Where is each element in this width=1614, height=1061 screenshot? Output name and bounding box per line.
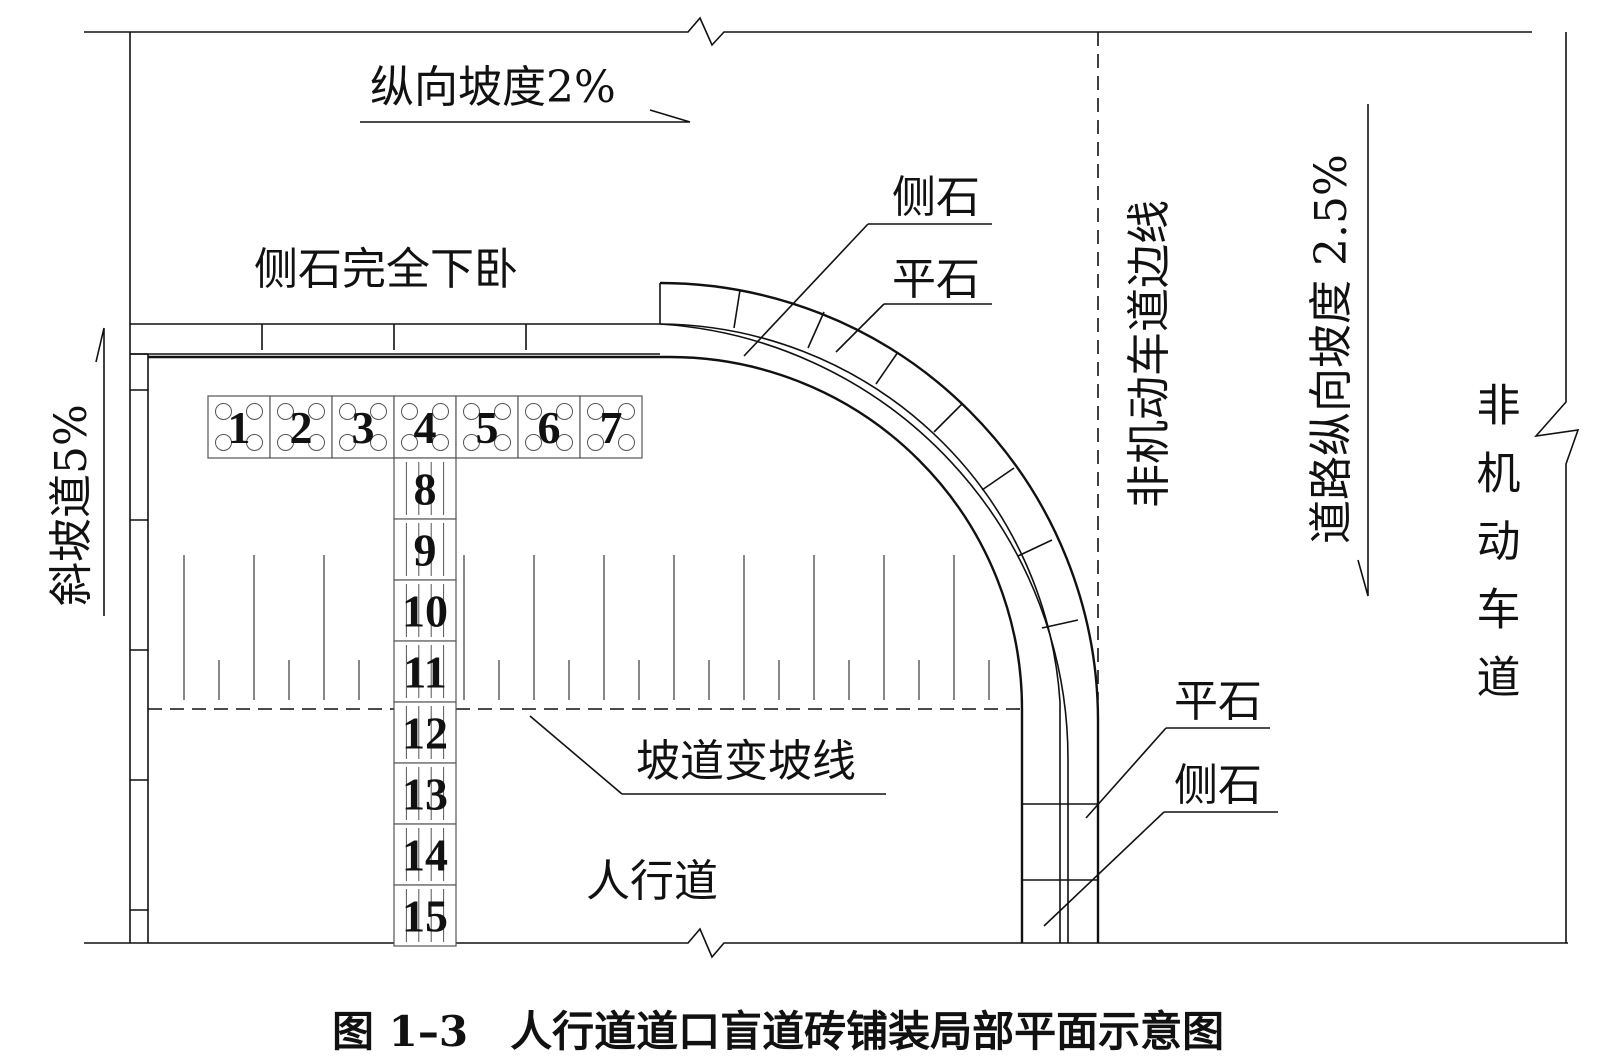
column-tile: 15 xyxy=(393,884,457,947)
row-tile: 3 xyxy=(331,395,395,459)
slope-arrow-right xyxy=(1357,104,1369,597)
frame-right-line xyxy=(1533,32,1580,943)
column-tile: 11 xyxy=(393,640,457,703)
frame-top-line xyxy=(84,16,1532,47)
row-tile-number: 5 xyxy=(476,402,499,453)
column-tile-number: 15 xyxy=(402,891,448,942)
slope-arrow-left xyxy=(95,327,105,616)
column-tile: 9 xyxy=(393,518,457,581)
column-tile-number: 8 xyxy=(414,464,437,515)
row-tile: 5 xyxy=(455,395,519,459)
column-tile: 12 xyxy=(393,701,457,764)
column-tile-number: 13 xyxy=(402,769,448,820)
row-tile: 7 xyxy=(579,395,643,459)
row-tile-number: 6 xyxy=(538,402,561,453)
sidewalk-label: 人行道 xyxy=(586,856,718,907)
flat-stone-label-top: 平石 xyxy=(892,254,980,305)
curb-label-top: 侧石 xyxy=(892,172,980,223)
flat-stone-label-bottom: 平石 xyxy=(1174,676,1262,727)
ramp-slope-label: 斜坡道5% xyxy=(46,404,97,606)
column-tile: 10 xyxy=(393,579,457,642)
row-tile-number: 7 xyxy=(600,402,623,453)
row-tile: 1 xyxy=(207,395,271,459)
column-tile-number: 10 xyxy=(402,586,448,637)
row-tile-number: 1 xyxy=(228,402,251,453)
figure-caption: 图 1–3 人行道道口盲道砖铺装局部平面示意图 xyxy=(332,1007,1224,1056)
ramp-change-line-label: 坡道变坡线 xyxy=(636,736,856,787)
row-tile-number: 2 xyxy=(290,402,313,453)
curb-label-bottom: 侧石 xyxy=(1174,760,1262,811)
frame-bottom-line xyxy=(84,927,1568,959)
road-longitudinal-slope-label: 道路纵向坡度 2.5% xyxy=(1306,154,1357,544)
column-tile: 8 xyxy=(393,457,457,520)
column-tile-number: 14 xyxy=(402,830,448,881)
column-tile: 14 xyxy=(393,823,457,886)
non-motor-edge-line-label: 非机动车道边线 xyxy=(1124,200,1175,508)
non-motor-lane-label: 非机动车道 xyxy=(1469,382,1520,722)
column-tile-number: 9 xyxy=(414,525,437,576)
slope-arrow-top xyxy=(360,109,691,123)
row-tile-number: 3 xyxy=(352,402,375,453)
row-tile: 2 xyxy=(269,395,333,459)
curb-fully-lowered-label: 侧石完全下卧 xyxy=(254,244,518,295)
column-tile-number: 11 xyxy=(403,647,446,698)
row-tile: 4 xyxy=(393,395,457,459)
column-tile: 13 xyxy=(393,762,457,825)
row-tile: 6 xyxy=(517,395,581,459)
longitudinal-slope-label: 纵向坡度2% xyxy=(370,62,616,113)
tactile-tile-column: 8 9 10 11 12 13 14 15 xyxy=(393,457,457,947)
column-tile-number: 12 xyxy=(402,708,448,759)
row-tile-number: 4 xyxy=(414,402,437,453)
